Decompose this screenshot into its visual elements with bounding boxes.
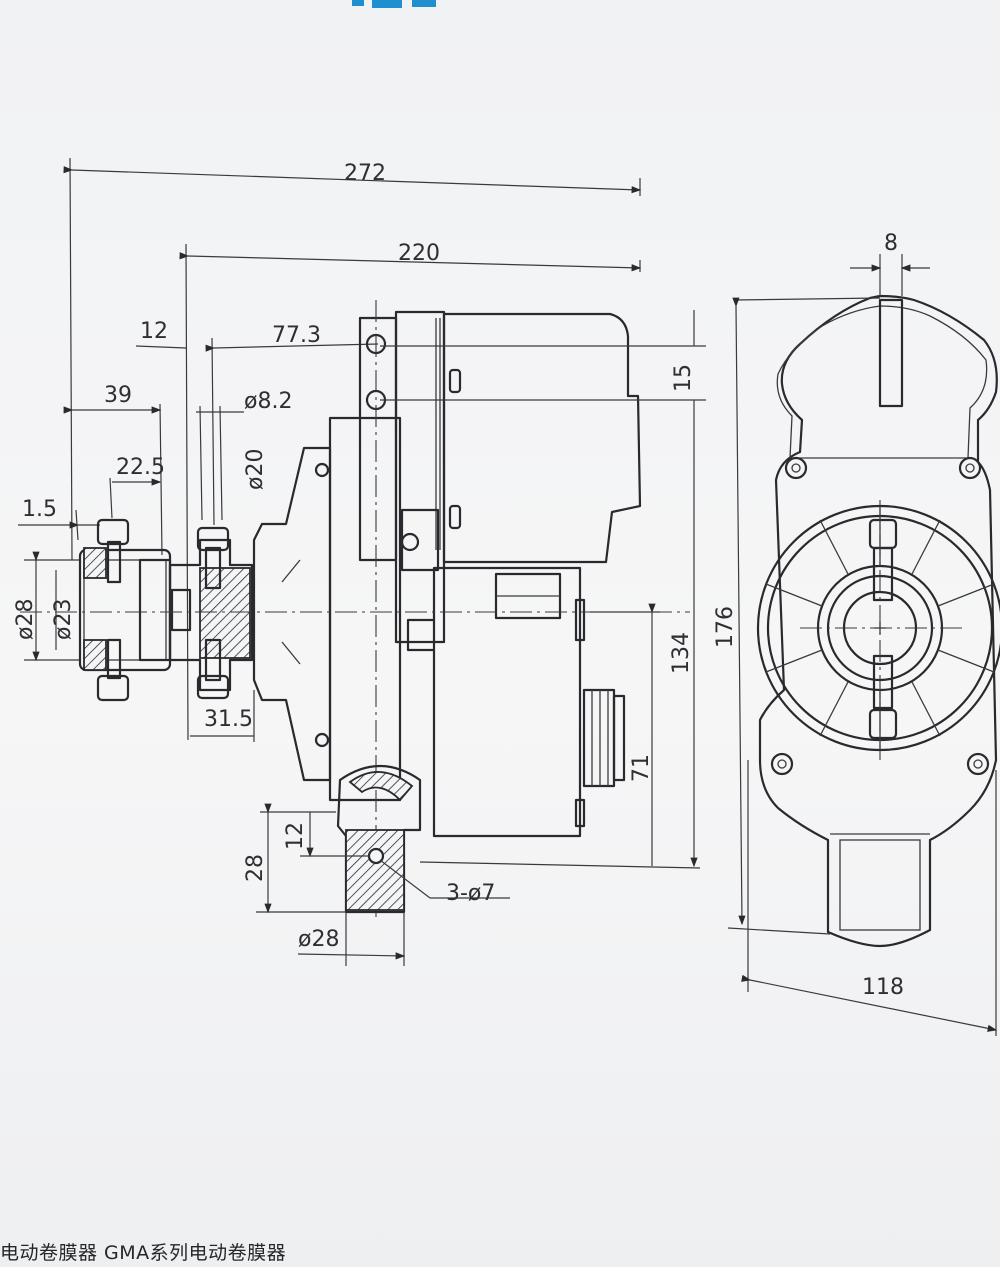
dim-top-offset: 15 <box>671 364 696 392</box>
dim-outer-dia: ø28 <box>13 599 38 640</box>
dim-body-length: 220 <box>398 241 440 266</box>
dim-lip: 1.5 <box>22 497 57 522</box>
front-view <box>727 254 1000 1036</box>
caption-text: 电动卷膜器 GMA系列电动卷膜器 <box>0 1242 287 1264</box>
dim-base-dia: ø28 <box>298 927 339 952</box>
dim-total-height: 176 <box>713 606 738 648</box>
dim-overall-length: 272 <box>344 161 386 186</box>
dim-height-mid: 134 <box>669 632 694 674</box>
dim-base-height: 28 <box>243 854 268 882</box>
dim-base-offset: 12 <box>283 822 308 850</box>
dim-mount-holes: 3-ø7 <box>446 881 495 906</box>
dim-inner-dia: ø23 <box>51 599 76 640</box>
dim-total-width: 118 <box>862 975 904 1000</box>
dim-height-low: 71 <box>629 754 654 782</box>
dim-slot-width: 8 <box>884 231 898 256</box>
header-fragment <box>352 0 444 10</box>
dim-spacer: 31.5 <box>204 707 253 732</box>
dim-bolt-hole: ø8.2 <box>244 389 292 414</box>
technical-drawing: 272 220 12 77.3 39 22.5 1.5 ø8.2 ø20 ø28… <box>13 157 1000 1036</box>
caption-bar: 电动卷膜器 GMA系列电动卷膜器 <box>0 1236 1000 1267</box>
dim-shaft-length: 39 <box>104 383 132 408</box>
dim-bore: ø20 <box>243 449 268 490</box>
header-fragment-glyphs <box>352 0 436 8</box>
side-view <box>18 157 706 966</box>
dim-flange-offset: 12 <box>140 319 168 344</box>
dim-hole-offset: 77.3 <box>272 323 321 348</box>
dim-shaft-inner: 22.5 <box>116 455 165 480</box>
